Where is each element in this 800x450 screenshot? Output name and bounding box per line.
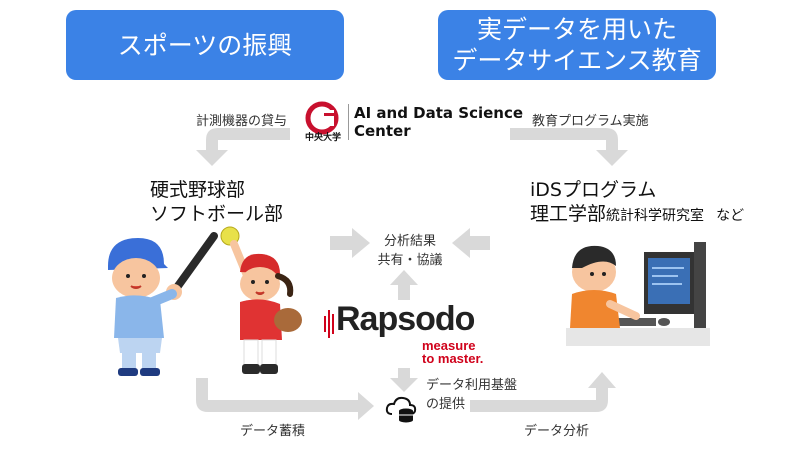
- label-data-storage: データ蓄積: [240, 424, 306, 439]
- rapsodo-bars-icon: [324, 310, 334, 338]
- label-data-analysis: データ分析: [524, 424, 590, 439]
- right-group-faculty: 理工学部: [530, 203, 607, 225]
- label-equipment-loan: 計測機器の貸与: [196, 114, 288, 129]
- rapsodo-tagline-2: to master.: [422, 351, 484, 366]
- right-group-title: iDSプログラム 理工学部統計科学研究室 など: [530, 178, 744, 228]
- arrow-to-analysis-right: [452, 228, 490, 258]
- right-group-lab: 統計科学研究室: [606, 208, 705, 224]
- chuo-seal-icon: [305, 101, 339, 135]
- label-analysis-line-1: 分析結果: [383, 234, 436, 249]
- label-platform-line-2: の提供: [426, 397, 466, 412]
- left-group-line-1: 硬式野球部: [150, 179, 246, 201]
- rapsodo-logo: Rapsodo measure to master.: [322, 300, 512, 366]
- arrow-program-impl: [510, 128, 628, 166]
- left-group-line-2: ソフトボール部: [150, 203, 284, 225]
- arrow-data-storage: [196, 378, 374, 420]
- label-program-impl: 教育プログラム実施: [532, 114, 649, 129]
- baseball-player-illustration: [108, 232, 218, 376]
- banner-left-line-1: スポーツの振興: [117, 30, 293, 60]
- label-platform-line-1: データ利用基盤: [426, 378, 518, 393]
- label-analysis-results: 分析結果 共有・協議: [370, 230, 450, 268]
- banner-right-line-2: データサイエンス教育: [452, 46, 702, 75]
- rapsodo-tagline-1: measure: [422, 338, 476, 353]
- left-group-title: 硬式野球部 ソフトボール部: [150, 178, 283, 226]
- right-group-suffix: など: [716, 208, 745, 224]
- banner-data-science-education: 実データを用いた データサイエンス教育: [438, 10, 716, 80]
- aidsc-name-line-2: Center: [354, 122, 411, 140]
- label-data-platform: データ利用基盤 の提供: [426, 374, 517, 412]
- banner-right-line-1: 実データを用いた: [476, 15, 677, 44]
- cloud-database-icon: [385, 396, 417, 423]
- label-analysis-line-2: 共有・協議: [377, 253, 443, 268]
- arrow-rapsodo-down: [390, 368, 418, 392]
- arrow-equipment-loan: [196, 128, 290, 166]
- logo-divider: [348, 104, 349, 140]
- rapsodo-brand: Rapsodo: [336, 300, 475, 338]
- right-group-line-1: iDSプログラム: [530, 179, 657, 201]
- chuo-seal-text: 中央大学: [304, 133, 341, 143]
- chuo-aidsc-logo: 中央大学 AI and Data Science Center: [300, 100, 530, 144]
- softball-player-illustration: [220, 226, 302, 374]
- aidsc-name-line-1: AI and Data Science: [354, 104, 524, 122]
- right-group-line-2: 理工学部統計科学研究室 など: [530, 202, 744, 228]
- arrow-rapsodo-up: [390, 270, 418, 300]
- arrow-data-analysis: [470, 372, 616, 412]
- arrow-to-analysis-left: [330, 228, 370, 258]
- student-computer-illustration: [566, 242, 710, 346]
- banner-sports-promotion: スポーツの振興: [66, 10, 344, 80]
